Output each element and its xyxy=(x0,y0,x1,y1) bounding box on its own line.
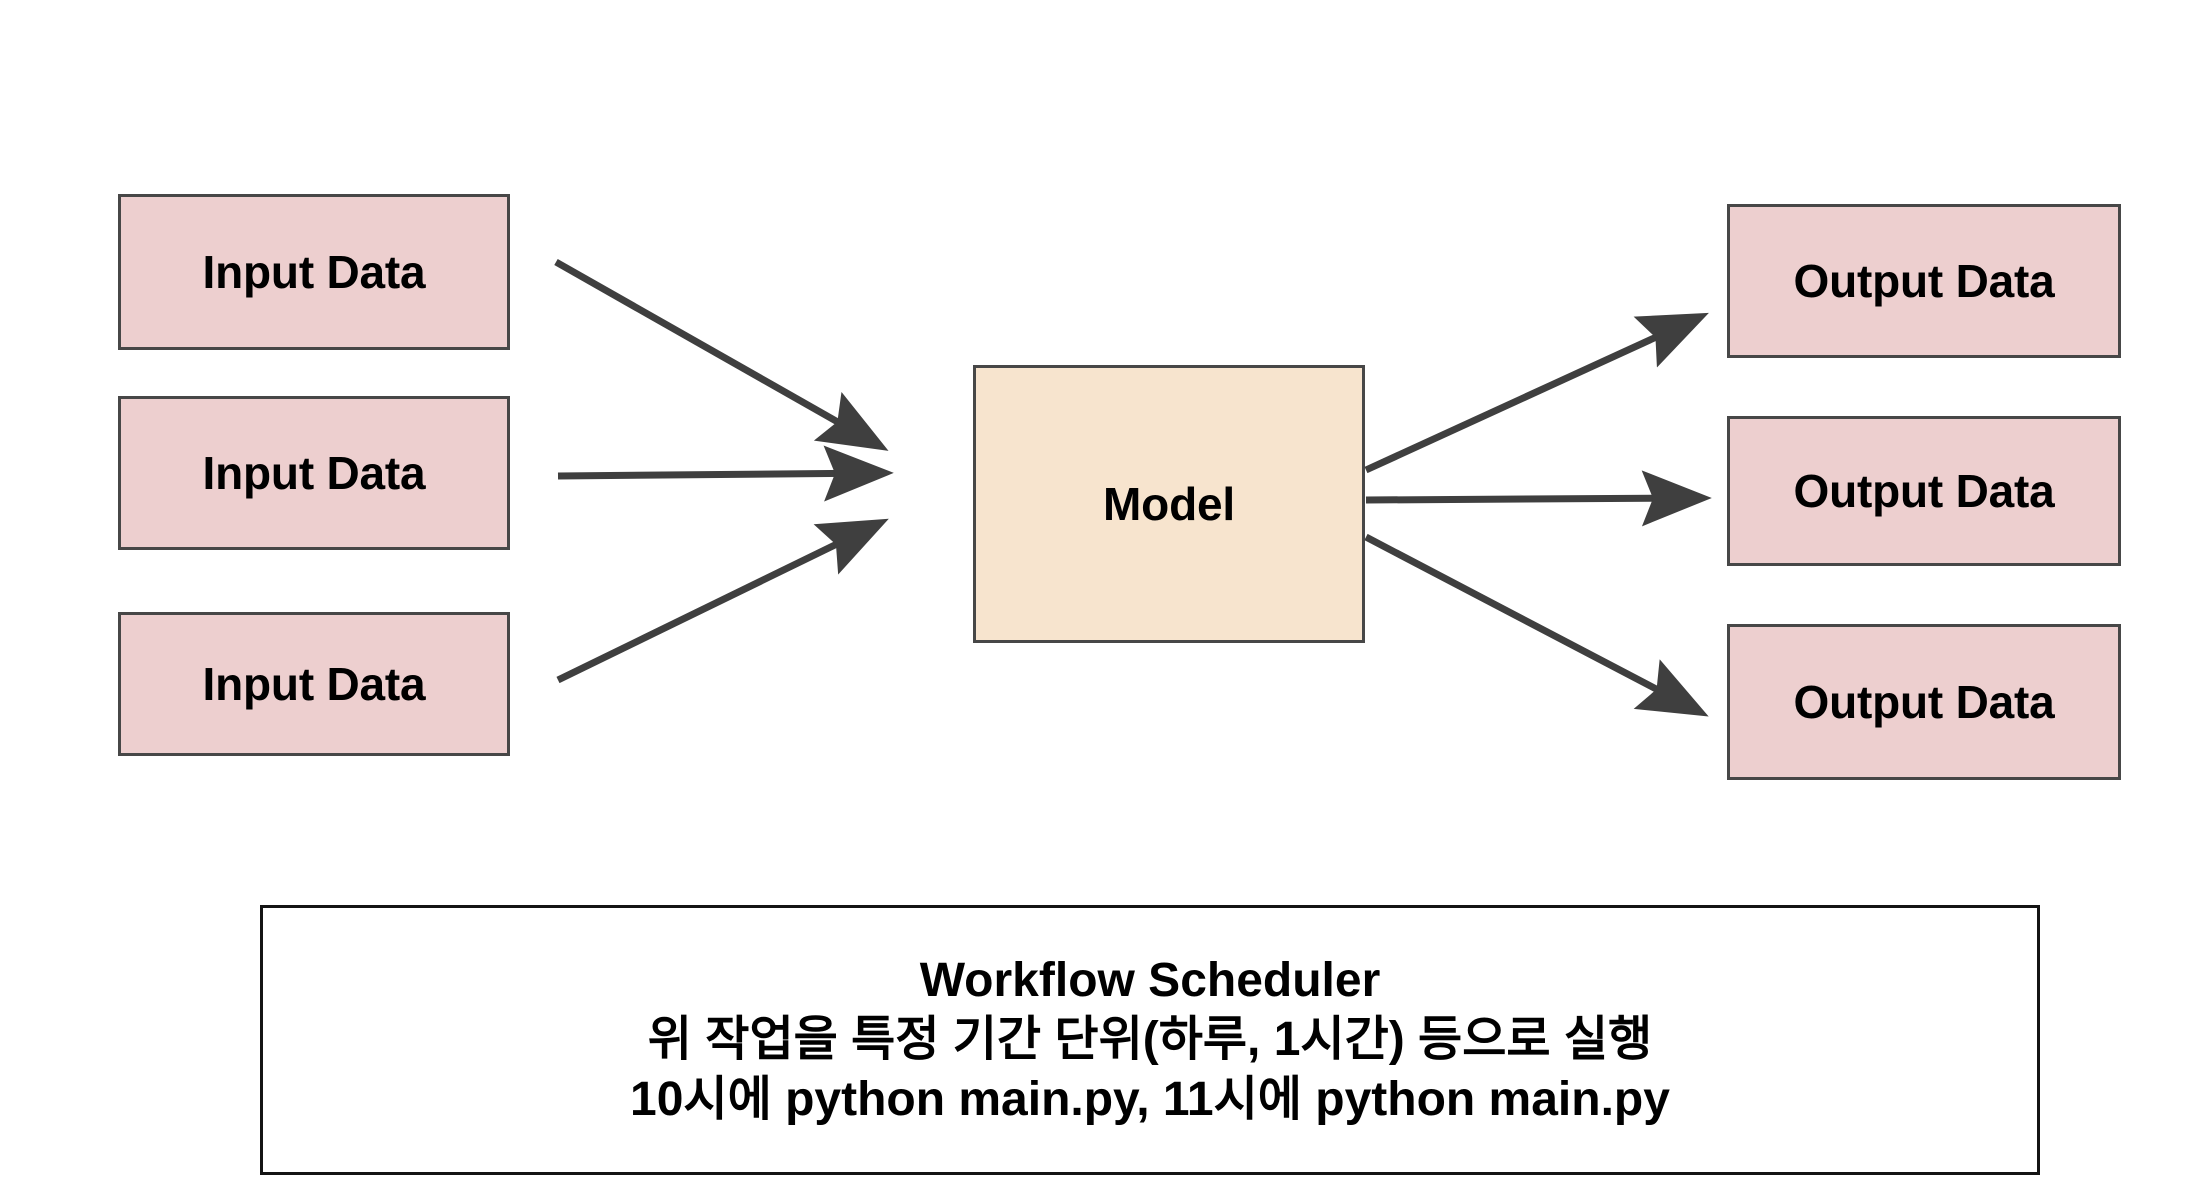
arrow-input2-to-model xyxy=(557,445,894,502)
arrow-model-to-output3 xyxy=(1364,533,1709,717)
scheduler-example: 10시에 python main.py, 11시에 python main.py xyxy=(630,1072,1670,1126)
input-data-label-3: Input Data xyxy=(202,658,426,710)
arrow-model-to-output1 xyxy=(1364,312,1709,474)
input-data-label-2: Input Data xyxy=(202,447,426,499)
model-label: Model xyxy=(1103,478,1235,530)
arrow-model-to-output2 xyxy=(1365,470,1712,527)
scheduler-description: 위 작업을 특정 기간 단위(하루, 1시간) 등으로 실행 xyxy=(647,1013,1653,1067)
input-data-label-1: Input Data xyxy=(202,246,426,298)
input-data-node-2[interactable]: Input Data xyxy=(118,396,510,550)
output-data-label-1: Output Data xyxy=(1793,255,2055,307)
output-data-node-1[interactable]: Output Data xyxy=(1727,204,2121,358)
output-data-label-3: Output Data xyxy=(1793,676,2055,728)
workflow-scheduler-panel: Workflow Scheduler 위 작업을 특정 기간 단위(하루, 1시… xyxy=(260,905,2040,1175)
output-data-node-2[interactable]: Output Data xyxy=(1727,416,2121,566)
output-data-node-3[interactable]: Output Data xyxy=(1727,624,2121,780)
input-data-node-1[interactable]: Input Data xyxy=(118,194,510,350)
scheduler-title: Workflow Scheduler xyxy=(919,953,1381,1007)
input-data-node-3[interactable]: Input Data xyxy=(118,612,510,756)
output-data-label-2: Output Data xyxy=(1793,465,2055,517)
arrow-input3-to-model xyxy=(556,518,889,684)
arrow-input1-to-model xyxy=(554,258,889,451)
model-node[interactable]: Model xyxy=(973,365,1365,643)
